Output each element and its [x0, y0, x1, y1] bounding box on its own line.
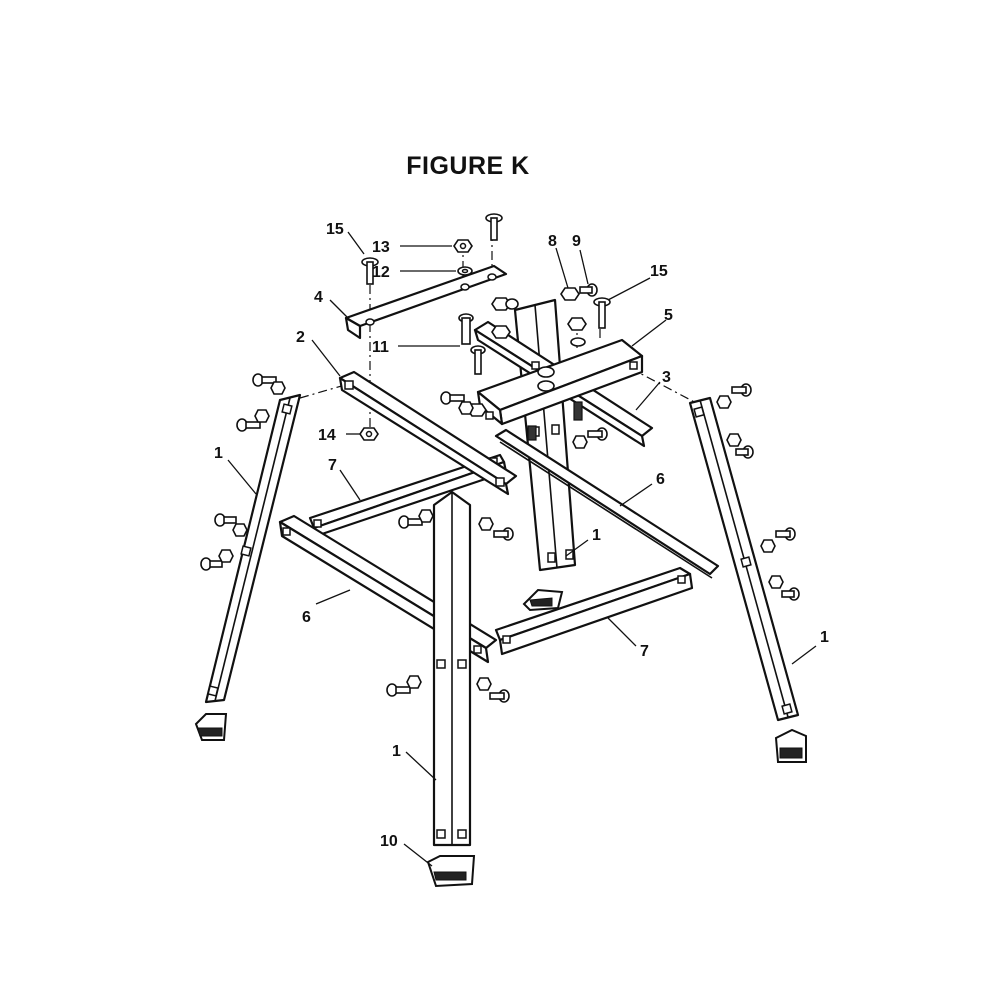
callout-9: 9 — [572, 233, 581, 250]
bracket-4 — [344, 264, 508, 340]
washer-12 — [457, 266, 473, 276]
bolt-15-right — [593, 297, 611, 329]
callout-12: 12 — [372, 264, 390, 281]
hardware — [200, 213, 800, 703]
bolt-center-plate — [470, 345, 486, 375]
leg-front-bolts — [386, 509, 514, 703]
bolt-11 — [458, 313, 474, 345]
callout-7-back: 7 — [328, 457, 337, 474]
leg-left-bolts — [200, 373, 286, 571]
callout-3: 3 — [662, 369, 671, 386]
callout-5: 5 — [664, 307, 673, 324]
leg-front — [432, 490, 472, 847]
callout-14: 14 — [318, 427, 336, 444]
foot-front — [426, 855, 476, 888]
leg-right — [688, 396, 800, 722]
callout-1-right: 1 — [820, 629, 829, 646]
callout-13: 13 — [372, 239, 390, 256]
callout-15-right: 15 — [650, 263, 668, 280]
foot-right — [774, 728, 807, 763]
bolt-top-center — [485, 213, 503, 241]
callout-11: 11 — [372, 339, 389, 356]
callout-10: 10 — [380, 833, 398, 850]
callout-2: 2 — [296, 329, 305, 346]
nut-8 — [560, 287, 580, 301]
foot-left — [194, 713, 228, 741]
upper-brace-left — [338, 370, 518, 496]
leg-left — [204, 393, 302, 704]
nut-14 — [359, 427, 379, 441]
leg-back — [513, 298, 577, 572]
callout-1-front: 1 — [392, 743, 401, 760]
callout-15-left: 15 — [326, 221, 344, 238]
figure-title: FIGURE K — [406, 152, 530, 180]
callout-1-left: 1 — [214, 445, 223, 462]
upper-brace-right — [494, 428, 720, 579]
callout-8: 8 — [548, 233, 557, 250]
callouts: 15 13 12 4 2 11 14 1 7 6 1 10 8 9 15 5 3… — [214, 221, 829, 850]
leg-right-bolts — [716, 383, 800, 601]
callout-6-left: 6 — [302, 609, 311, 626]
foot-back — [522, 588, 564, 612]
nut-13 — [453, 239, 473, 253]
leader-lines — [227, 231, 817, 867]
callout-7-front: 7 — [640, 643, 649, 660]
callout-4: 4 — [314, 289, 323, 306]
lower-brace-front — [494, 566, 694, 656]
bolt-15-left — [361, 257, 379, 285]
bolt-9 — [579, 283, 598, 297]
bracket-5 — [476, 338, 644, 426]
callout-6-right: 6 — [656, 471, 665, 488]
callout-1-back: 1 — [592, 527, 601, 544]
